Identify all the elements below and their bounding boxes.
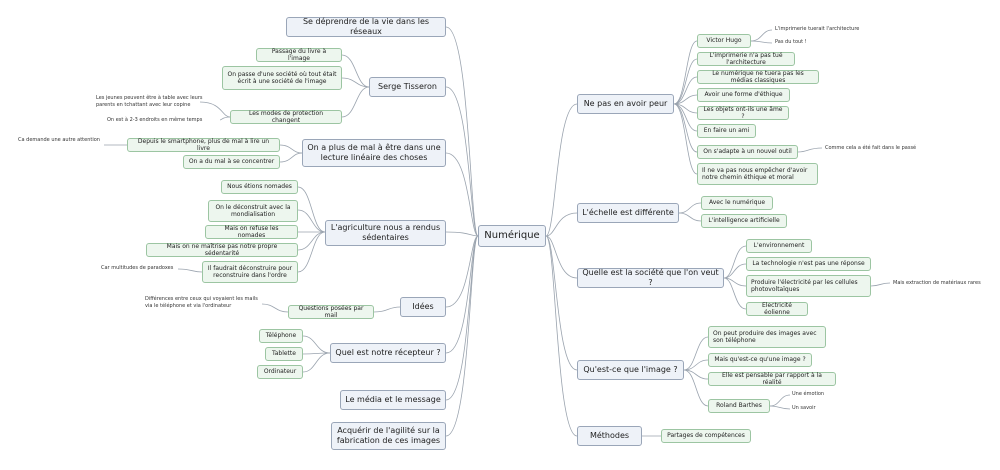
subtopic-environnement[interactable]: L'environnement (746, 239, 812, 253)
topic-lecture-lineaire[interactable]: On a plus de mal à être dans une lecture… (302, 139, 446, 167)
subtopic-deconstruire[interactable]: Il faudrait déconstruire pour reconstrui… (202, 261, 298, 283)
subtopic-nomades[interactable]: Nous étions nomades (221, 180, 298, 194)
note-savoir: Un savoir (792, 405, 816, 411)
subtopic-imprimerie[interactable]: L'imprimerie n'a pas tué l'architecture (697, 52, 795, 66)
note-pas-du-tout: Pas du tout ! (775, 39, 807, 45)
subtopic-produire-images[interactable]: On peut produire des images avec son tél… (708, 326, 826, 348)
subtopic-concentrer[interactable]: On a du mal à se concentrer (183, 155, 280, 169)
subtopic-ami[interactable]: En faire un ami (697, 124, 756, 138)
subtopic-chemin-ethique[interactable]: Il ne va pas nous empêcher d'avoir notre… (697, 163, 818, 185)
subtopic-smartphone-livre[interactable]: Depuis le smartphone, plus de mal à lire… (127, 138, 280, 152)
subtopic-nouvel-outil[interactable]: On s'adapte à un nouvel outil (697, 145, 798, 159)
subtopic-ordinateur[interactable]: Ordinateur (257, 365, 303, 379)
subtopic-telephone[interactable]: Téléphone (259, 329, 303, 343)
subtopic-objets-ame[interactable]: Les objets ont-ils une âme ? (697, 106, 789, 120)
topic-se-deprendre[interactable]: Se déprendre de la vie dans les réseaux (286, 17, 446, 37)
topic-methodes[interactable]: Méthodes (577, 426, 642, 446)
topic-media-message[interactable]: Le média et le message (340, 390, 446, 410)
note-imprimerie-architecture: L'imprimerie tuerait l'architecture (775, 26, 860, 32)
note-emotion: Une émotion (792, 391, 825, 397)
subtopic-photovoltaiques[interactable]: Produire l'électricité par les cellules … (746, 275, 871, 297)
topic-agriculture[interactable]: L'agriculture nous a rendus sédentaires (325, 220, 446, 246)
subtopic-victor-hugo[interactable]: Victor Hugo (697, 34, 751, 48)
root-node[interactable]: Numérique (478, 225, 546, 247)
topic-societe[interactable]: Quelle est la société que l'on veut ? (577, 268, 724, 288)
topic-serge-tisseron[interactable]: Serge Tisseron (369, 77, 446, 97)
subtopic-passage-livre[interactable]: Passage du livre à l'image (256, 48, 342, 62)
subtopic-modes-protection[interactable]: Les modes de protection changent (230, 110, 342, 124)
subtopic-questions-mail[interactable]: Questions posées par mail (288, 305, 374, 319)
note-autre-attention: Ca demande une autre attention (18, 137, 100, 143)
topic-idees[interactable]: Idées (400, 297, 446, 317)
note-materiaux-rares: Mais extraction de matériaux rares (893, 280, 981, 286)
subtopic-qu-est-ce-image[interactable]: Mais qu'est-ce qu'une image ? (708, 353, 812, 367)
subtopic-ethique[interactable]: Avoir une forme d'éthique (697, 88, 790, 102)
subtopic-intelligence-artificielle[interactable]: L'intelligence artificielle (701, 214, 787, 228)
subtopic-refuse-nomades[interactable]: Mais on refuse les nomades (205, 225, 298, 239)
subtopic-sedentarite[interactable]: Mais on ne maîtrise pas notre propre séd… (146, 243, 298, 257)
subtopic-medias-classiques[interactable]: Le numérique ne tuera pas les médias cla… (697, 70, 819, 84)
topic-image[interactable]: Qu'est-ce que l'image ? (577, 360, 684, 380)
note-differences-mails: Différences entre ceux qui voyaient les … (145, 296, 258, 309)
subtopic-partages-competences[interactable]: Partages de compétences (661, 429, 751, 443)
subtopic-technologie[interactable]: La technologie n'est pas une réponse (746, 257, 871, 271)
note-endroits: On est à 2-3 endroits en même temps (107, 117, 203, 123)
note-paradoxes: Car multitudes de paradoxes (101, 265, 174, 271)
subtopic-avec-numerique[interactable]: Avec le numérique (701, 196, 773, 210)
topic-ne-pas-peur[interactable]: Ne pas en avoir peur (577, 94, 674, 114)
note-jeunes-table: Les jeunes peuvent être à table avec leu… (96, 95, 203, 108)
subtopic-pensable-realite[interactable]: Elle est pensable par rapport à la réali… (708, 372, 836, 386)
subtopic-tablette[interactable]: Tablette (265, 347, 303, 361)
subtopic-mondialisation[interactable]: On le déconstruit avec la mondialisation (208, 200, 298, 222)
topic-echelle[interactable]: L'échelle est différente (577, 203, 679, 223)
topic-recepteur[interactable]: Quel est notre récepteur ? (330, 343, 446, 363)
subtopic-eolienne[interactable]: Electricité éolienne (746, 302, 808, 316)
subtopic-roland-barthes[interactable]: Roland Barthes (708, 399, 770, 413)
note-passe: Comme cela a été fait dans le passé (825, 145, 917, 151)
subtopic-societe-image[interactable]: On passe d'une société où tout était écr… (222, 66, 342, 90)
topic-agilite[interactable]: Acquérir de l'agilité sur la fabrication… (331, 422, 446, 450)
